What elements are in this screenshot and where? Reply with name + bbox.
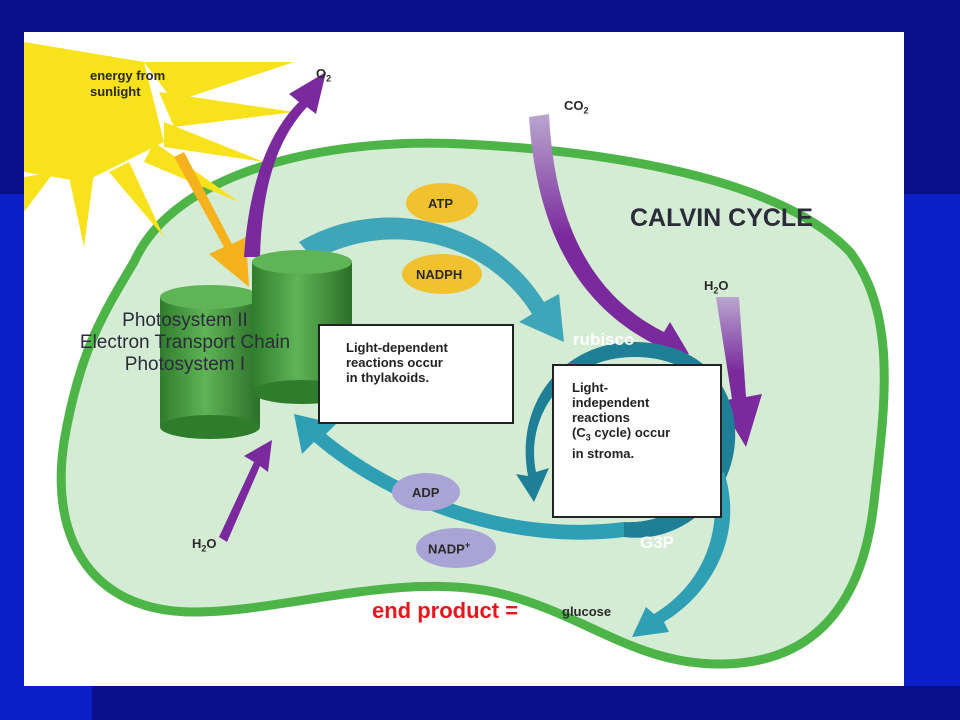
light-dependent-box: Light-dependent reactions occur in thyla… — [318, 324, 514, 424]
sunlight-label: energy from sunlight — [90, 68, 166, 99]
rubisco-label: rubisco — [573, 330, 635, 349]
atp-nadph-arrow — [299, 217, 564, 342]
calvin-cycle-title: CALVIN CYCLE — [630, 204, 813, 232]
electron-transport-chain-label: Electron Transport Chain — [79, 332, 291, 353]
thylakoid-stack-left — [160, 285, 260, 439]
g3p-label: G3P — [640, 533, 675, 552]
end-product-label: end product = — [372, 598, 519, 623]
adp-label: ADP — [412, 485, 440, 500]
adp-nadp-arrow — [294, 414, 624, 540]
atp-label: ATP — [428, 196, 454, 211]
photosystem-labels: Photosystem II Electron Transport Chain … — [50, 310, 320, 376]
co2-arrow — [529, 114, 689, 358]
nadph-oval — [402, 254, 482, 294]
nadp-oval — [416, 528, 496, 568]
h2o-right-label: H2O — [704, 278, 729, 296]
o2-arrow — [244, 72, 326, 257]
nadp-label: NADP+ — [428, 540, 471, 557]
co2-label: CO2 — [564, 98, 589, 116]
sunlight-arrow — [174, 152, 249, 287]
slide-bottom-strip — [92, 686, 960, 720]
light-dependent-text: Light-dependent reactions occur in thyla… — [346, 340, 448, 385]
nadph-label: NADPH — [416, 267, 463, 282]
photosystem-ii-label: Photosystem II — [122, 310, 248, 331]
glucose-label: glucose — [562, 604, 612, 619]
o2-label: O2 — [316, 66, 332, 84]
sun-icon — [24, 42, 294, 247]
atp-oval — [406, 183, 478, 223]
adp-oval — [392, 473, 460, 511]
light-independent-text: Light- independent reactions (C3 cycle) … — [572, 380, 671, 461]
light-independent-box: Light- independent reactions (C3 cycle) … — [552, 364, 722, 518]
h2o-left-arrow — [219, 440, 272, 542]
h2o-left-label: H2O — [192, 536, 217, 554]
photosystem-i-label: Photosystem I — [124, 354, 246, 375]
